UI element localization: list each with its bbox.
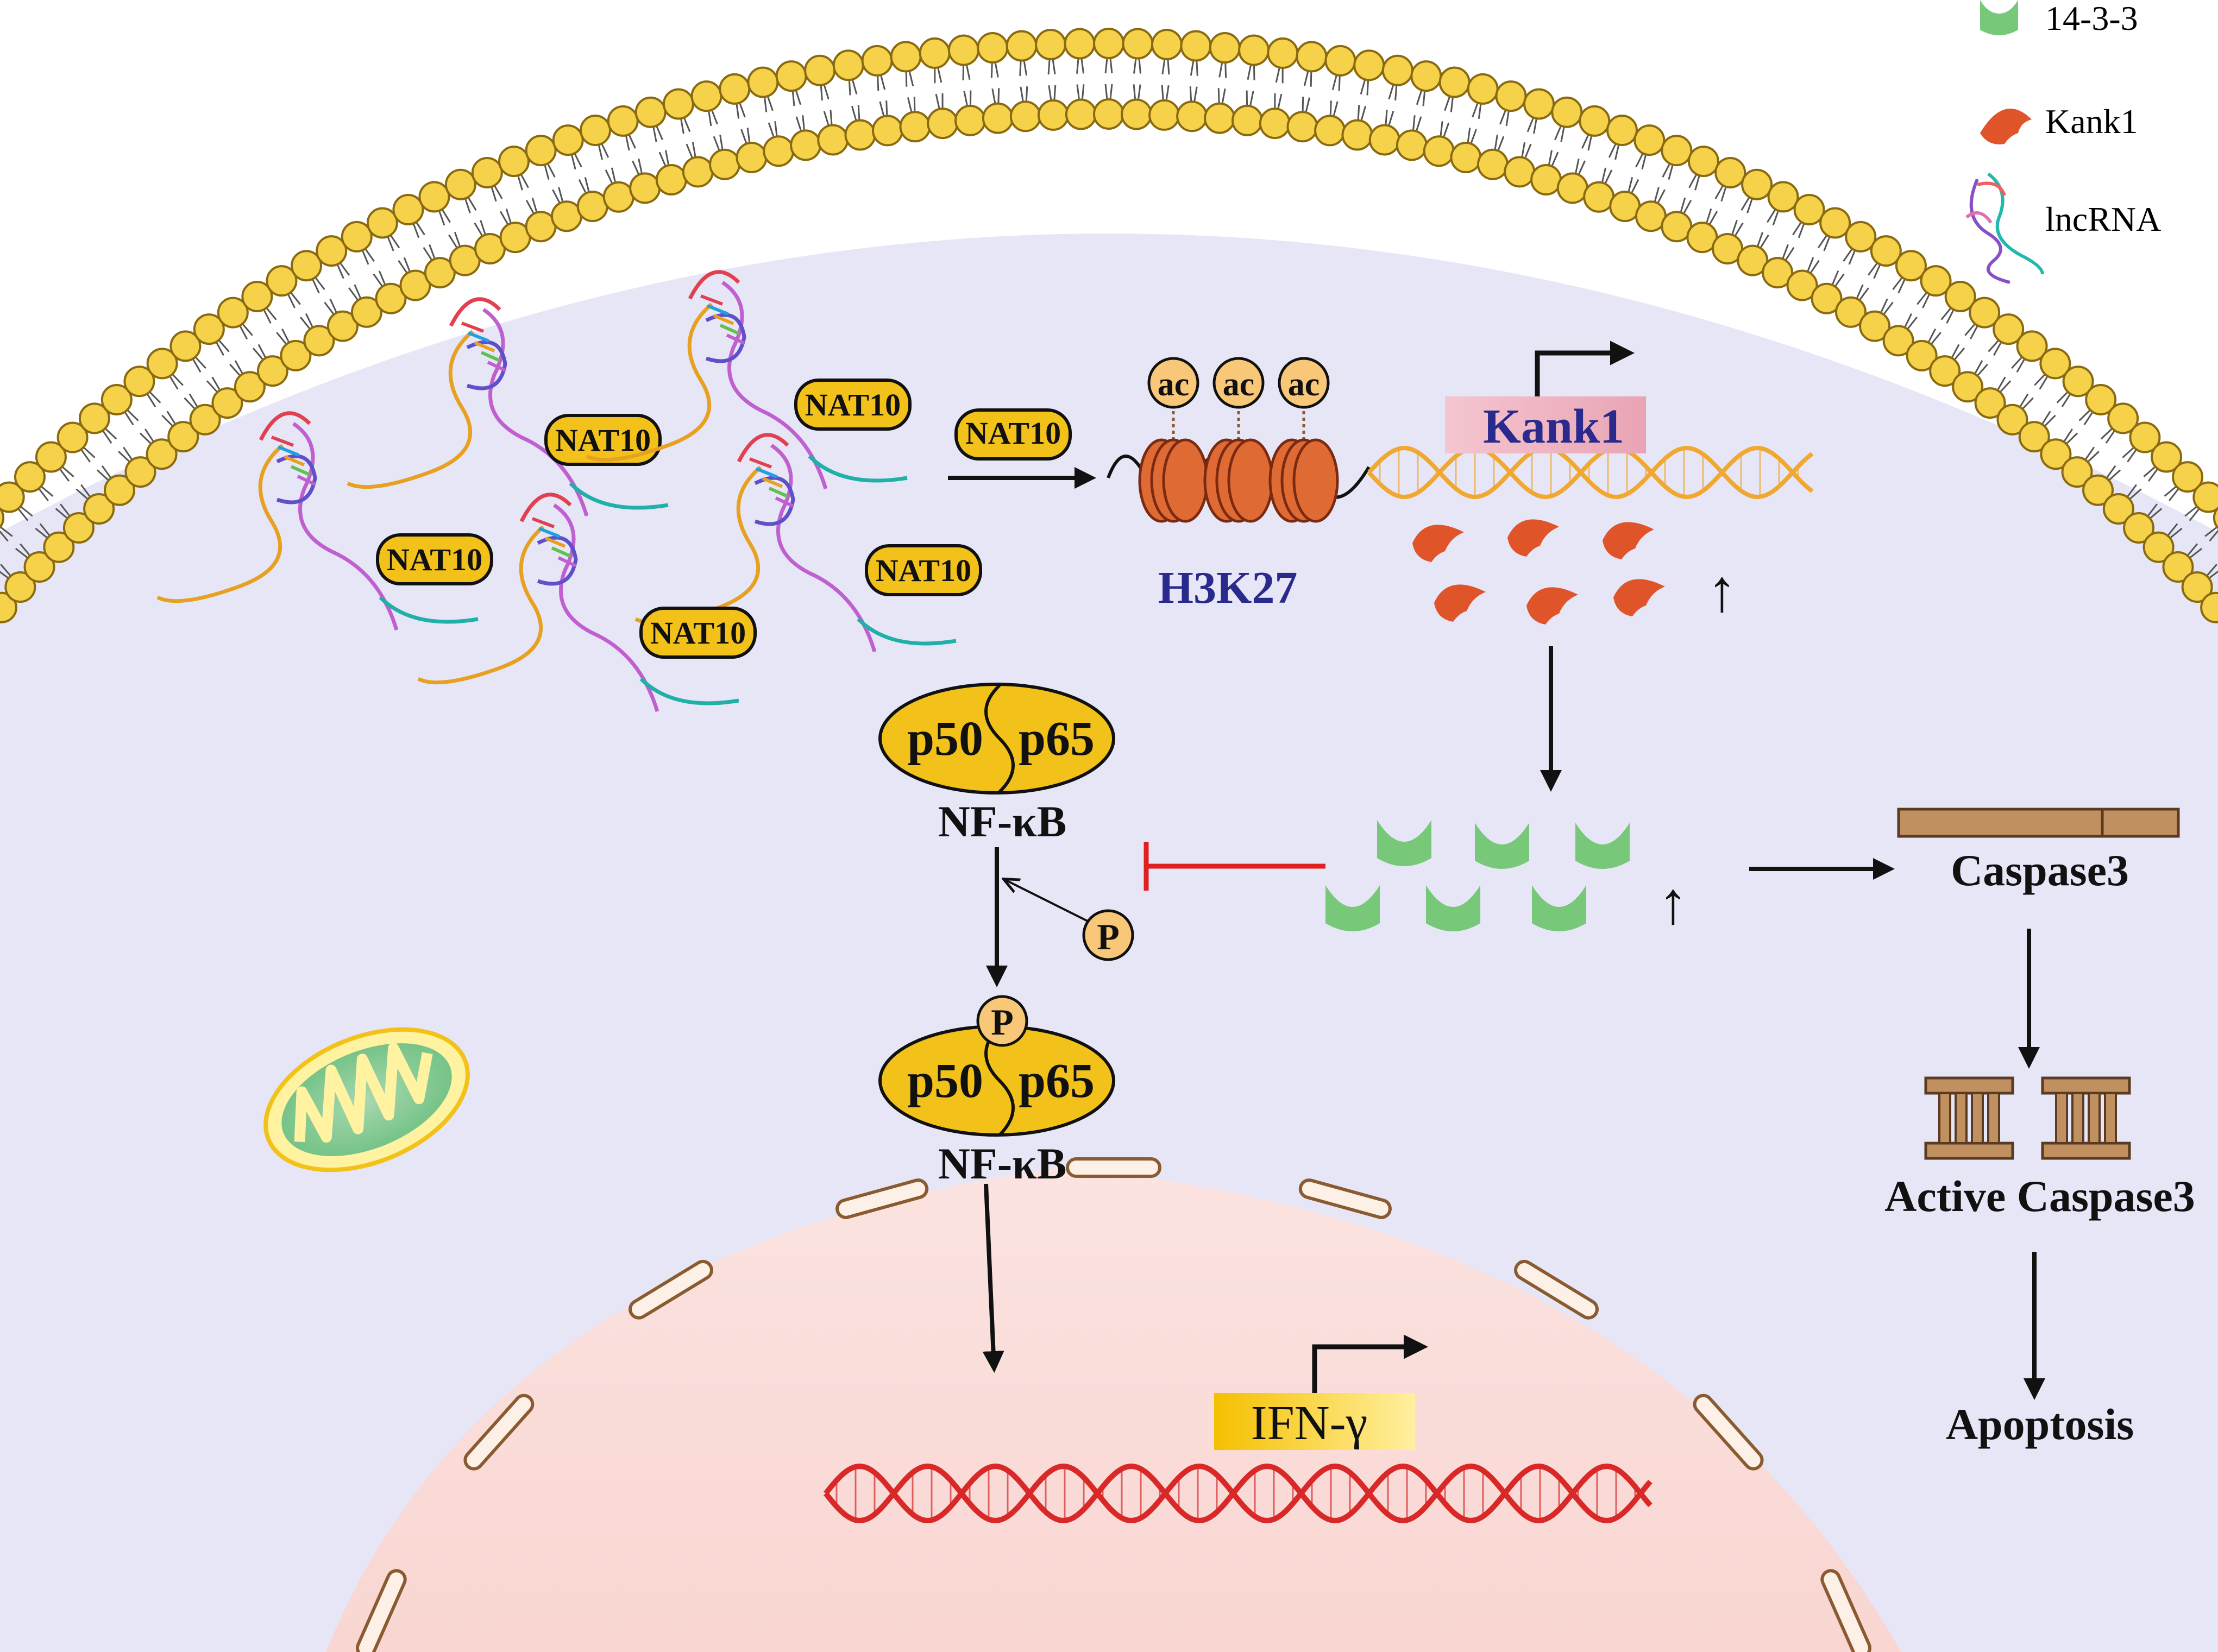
- lncrna-nat10-complex: NAT10: [347, 297, 669, 517]
- kank1-protein: [1507, 519, 1559, 557]
- ifn-dna: [824, 1463, 1652, 1524]
- kank1-protein: [1526, 587, 1578, 625]
- nat10-badge: [954, 408, 1072, 461]
- active-caspase3-icon: [1924, 1076, 2131, 1160]
- kank1-dna: [1367, 445, 1814, 500]
- 14-3-3-protein: [1532, 885, 1586, 931]
- nat10-badge: [376, 533, 493, 585]
- kank1-transcription-arrow: [1535, 341, 1635, 396]
- nat10-badge: [544, 414, 662, 466]
- 14-3-3-protein: [1426, 885, 1480, 931]
- lncrna-nat10-complex: NAT10: [634, 433, 982, 653]
- 14-3-3-protein: [1325, 885, 1380, 931]
- ifn-gene-box: [1214, 1393, 1415, 1450]
- nuclear-envelope: [355, 1157, 1872, 1652]
- acetylated-nucleosome: ac: [1203, 357, 1274, 523]
- nfkb-to-nucleus-arrow: [982, 1183, 1004, 1373]
- legend-label-kank1: Kank1: [2045, 102, 2138, 141]
- ifn-gamma-gene: IFN-γ: [824, 1334, 1652, 1524]
- lncrna-nat10-complex: NAT10: [417, 493, 757, 712]
- kank1-protein: [1603, 522, 1654, 559]
- nat10-label: NAT10: [555, 423, 651, 458]
- active-caspase3-subunit: [1924, 1076, 2014, 1160]
- lncrna-icon: [1965, 172, 2044, 284]
- h3k27-label: H3K27: [1158, 563, 1298, 613]
- kank1-gene: Kank1: [1367, 341, 1814, 500]
- kank1-protein-icon: [1980, 109, 2032, 144]
- legend: 14-3-3 Kank1 lncRNA: [1965, 0, 2161, 284]
- caspase3-bar: [1897, 808, 2180, 838]
- ac-label: ac: [1223, 366, 1255, 403]
- nucleus: [326, 1168, 1901, 1652]
- lncrna-nat10-complex: NAT10: [586, 270, 912, 490]
- nat10-label: NAT10: [805, 387, 901, 423]
- nfkb-p65-label: p65: [1019, 712, 1095, 766]
- 14-3-3-proteins: [1325, 820, 1630, 931]
- nfkb-complex: p50 p65 NF-κB: [878, 683, 1115, 846]
- legend-label-14-3-3: 14-3-3: [2045, 0, 2138, 37]
- nfkb-phospho-p65-label: p65: [1019, 1054, 1095, 1108]
- phospho-label: P: [1097, 916, 1120, 957]
- kank1-up-arrow: ↑: [1707, 558, 1737, 624]
- nfkb-phospho-p50-label: p50: [907, 1054, 983, 1108]
- legend-label-lncrna: lncRNA: [2045, 200, 2161, 238]
- 14-3-3-protein: [1377, 820, 1431, 866]
- nfkb-phospho-complex: P p50 p65 NF-κB: [878, 995, 1115, 1188]
- active-caspase3-subunit: [2041, 1076, 2131, 1160]
- kank1-protein: [1613, 579, 1665, 616]
- nat10-label: NAT10: [876, 553, 971, 588]
- kank1-protein: [1412, 525, 1464, 562]
- 14-3-3-protein-icon: [1980, 0, 2018, 35]
- kank1-proteins: [1412, 519, 1665, 625]
- ifn-gene-label: IFN-γ: [1251, 1396, 1368, 1450]
- 14-3-3-protein: [1475, 823, 1529, 869]
- nfkb-p50-label: p50: [907, 712, 983, 766]
- nat10-label: NAT10: [650, 615, 746, 651]
- nat10-badge: [639, 607, 757, 659]
- caspase3: Caspase3: [1897, 808, 2180, 895]
- apoptosis-label: Apoptosis: [1946, 1399, 2134, 1449]
- 1433-up-arrow: ↑: [1658, 870, 1688, 936]
- 14-3-3-protein: [1575, 823, 1630, 869]
- kank1-gene-box: [1445, 396, 1646, 453]
- nat10-label: NAT10: [387, 542, 482, 577]
- mitochondrion-icon: [263, 1027, 470, 1172]
- cell-membrane: [0, 28, 2218, 623]
- acetylated-nucleosome: ac: [1138, 357, 1209, 523]
- kank1-protein: [1434, 584, 1486, 622]
- caspase3-label: Caspase3: [1951, 846, 2129, 895]
- kank1-gene-label: Kank1: [1483, 400, 1624, 453]
- nfkb-label: NF-κB: [938, 797, 1067, 846]
- nat10-badge: [865, 544, 982, 596]
- ifn-transcription-arrow: [1312, 1334, 1428, 1393]
- nfkb-phospho-label: NF-κB: [938, 1139, 1067, 1188]
- nat10-badge: [794, 379, 912, 431]
- nfkb-phospho-p-label: P: [991, 1001, 1014, 1043]
- nat10-badge-label: NAT10: [965, 415, 1061, 451]
- acetylated-nucleosome: ac: [1268, 357, 1339, 523]
- lncrna-nat10-complex: NAT10: [156, 411, 493, 631]
- phospho-input: P: [1005, 880, 1134, 961]
- 1433-inhibits-nfkb: [1143, 842, 1325, 891]
- nat10-to-h3k27: NAT10: [948, 408, 1096, 489]
- ac-label: ac: [1158, 366, 1190, 403]
- ac-label: ac: [1288, 366, 1320, 403]
- active-caspase3-label: Active Caspase3: [1884, 1171, 2195, 1221]
